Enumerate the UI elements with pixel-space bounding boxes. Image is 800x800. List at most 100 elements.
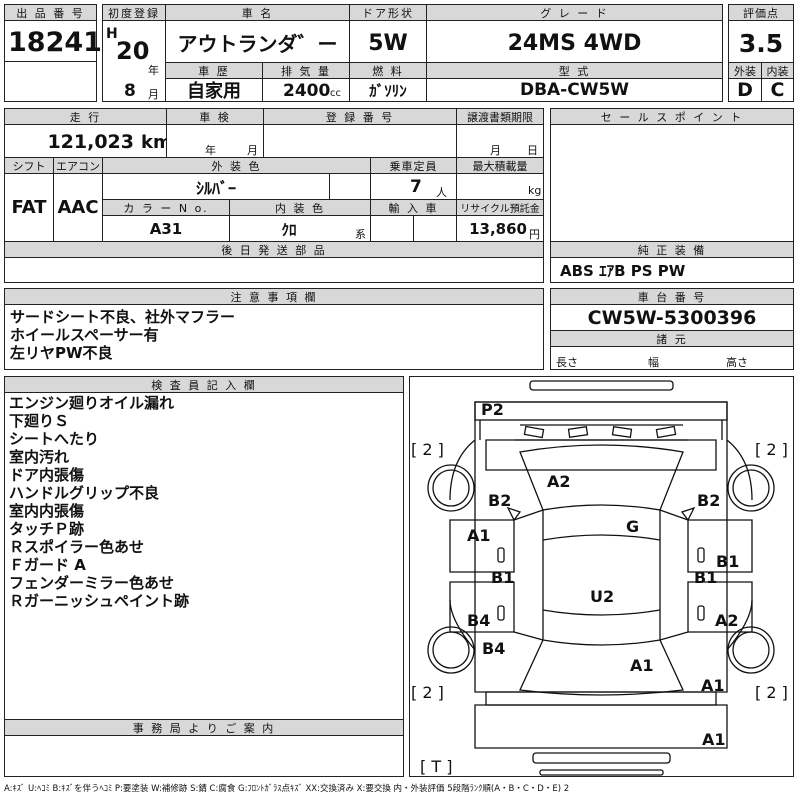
displacement-label: 排 気 量 (262, 62, 350, 79)
office-label: 事 務 局 よ り ご 案 内 (4, 719, 404, 736)
exterior-grade: D (737, 79, 753, 101)
notes-cell (4, 304, 544, 370)
inspection-label: 車 検 (166, 108, 264, 125)
car-name: アウトランダ゛ー (177, 31, 338, 56)
capacity: 7 (410, 177, 422, 197)
score-label: 評価点 (728, 4, 794, 21)
year-unit: 年 (148, 64, 159, 77)
note-line: エンジン廻りオイル漏れ (9, 394, 175, 412)
interior-color-suffix: 系 (355, 228, 366, 241)
equipment: ABS ｴｱB PS PW (560, 261, 686, 280)
color-number-cell (102, 215, 230, 242)
later-parts-cell (4, 257, 544, 283)
registration-number-label: 登 録 番 号 (263, 108, 457, 125)
capacity-unit: 人 (436, 186, 447, 199)
length-label: 長さ (556, 356, 578, 369)
chassis-label: 車 台 番 号 (550, 288, 794, 305)
tire-right-top: [ 2 ] (755, 440, 788, 459)
note-line: 室内汚れ (9, 448, 70, 466)
tire-right-bottom: [ 2 ] (755, 683, 788, 702)
damage-mark: A1 (702, 730, 726, 749)
damage-mark: A1 (701, 676, 725, 695)
damage-mark: A2 (715, 611, 739, 630)
vehicle-damage-diagram: [ 2 ] [ 2 ] [ 2 ] [ 2 ] [ T ] P2 A2 B2 B… (411, 380, 788, 776)
interior-color-label: 内 装 色 (229, 199, 371, 216)
damage-mark: B4 (482, 639, 505, 658)
interior-grade-label: 内装 (761, 62, 794, 79)
transfer-deadline-label: 譲渡書類期限 (456, 108, 544, 125)
dimensions-label: 諸 元 (550, 330, 794, 347)
grade-label: グ レ ー ド (426, 4, 723, 21)
grade-cell (426, 20, 723, 63)
history-cell (165, 78, 263, 102)
damage-mark: A2 (547, 472, 571, 491)
exterior-color: ｼﾙﾊﾞｰ (195, 179, 236, 198)
legend: A:ｷｽﾞ U:ﾍｺﾐ B:ｷｽﾞを伴うﾍｺﾐ P:要塗装 W:補修跡 S:錆 … (4, 784, 570, 794)
equipment-cell (550, 257, 794, 283)
score-cell (728, 20, 794, 63)
mileage-unit: km (141, 131, 172, 153)
transfer-day-unit: 日 (527, 144, 538, 157)
model: DBA-CW5W (519, 80, 630, 100)
displacement-unit: cc (330, 88, 341, 99)
damage-mark: A1 (467, 526, 491, 545)
fuel-label: 燃 料 (349, 62, 427, 79)
transfer-month-unit: 月 (490, 144, 501, 157)
spare-tire: [ T ] (420, 757, 452, 776)
note-line: タッチＰ跡 (9, 520, 85, 538)
note-line: フェンダーミラー色あせ (9, 574, 175, 592)
interior-grade: C (770, 79, 785, 101)
exterior-grade-label: 外装 (728, 62, 762, 79)
sales-point-cell (550, 124, 794, 242)
displacement: 2400 (283, 81, 331, 101)
first-registration-cell (102, 20, 166, 102)
model-label: 型 式 (426, 62, 723, 79)
inspection-year-unit: 年 (205, 144, 216, 157)
lot-number: 18241 (8, 26, 102, 58)
damage-mark: B1 (716, 552, 739, 571)
damage-mark: B1 (694, 568, 717, 587)
max-load-cell (456, 173, 544, 200)
chassis-number: CW5W-5300396 (587, 306, 757, 329)
notes-label: 注 意 事 項 欄 (4, 288, 544, 305)
inspection-cell (166, 124, 264, 158)
later-parts-label: 後 日 発 送 部 品 (4, 241, 544, 258)
note-line: シートへたり (9, 430, 100, 448)
color-number-label: カ ラ ー N o. (102, 199, 230, 216)
air-conditioner-label: エアコン (53, 157, 103, 174)
tire-left-bottom: [ 2 ] (411, 683, 444, 702)
tire-left-top: [ 2 ] (411, 440, 444, 459)
width-label: 幅 (648, 356, 659, 369)
dimensions-cell (550, 346, 794, 370)
exterior-color-extra-cell (329, 173, 371, 200)
recycle-deposit-label: リサイクル預託金 (456, 199, 544, 216)
first-registration-label: 初度登録 (102, 4, 166, 21)
note-line: Ｒスポイラー色あせ (9, 538, 145, 556)
door-type: 5W (368, 30, 408, 56)
mileage-cell (4, 124, 167, 158)
recycle-deposit-cell (456, 215, 544, 242)
damage-mark: P2 (481, 400, 504, 419)
shift-cell (4, 173, 54, 242)
damage-mark: B1 (491, 568, 514, 587)
model-cell (426, 78, 723, 102)
exterior-color-label: 外 装 色 (102, 157, 371, 174)
inspector-label: 検 査 員 記 入 欄 (4, 376, 404, 393)
damage-mark: B4 (467, 611, 490, 630)
inspection-month-unit: 月 (247, 144, 258, 157)
note-line: Ｒガーニッシュペイント跡 (9, 592, 190, 610)
month-unit: 月 (148, 88, 159, 101)
damage-mark: B2 (488, 491, 511, 510)
note-line: ドア内張傷 (9, 466, 85, 484)
mileage-label: 走 行 (4, 108, 167, 125)
note-line: 下廻りＳ (9, 412, 70, 430)
equipment-label: 純 正 装 備 (550, 241, 794, 258)
door-label: ドア形状 (349, 4, 427, 21)
lot-number-label: 出 品 番 号 (4, 4, 97, 21)
interior-color: ｸﾛ (281, 220, 297, 239)
registration-number-cell (263, 124, 457, 158)
lot-number-lower (4, 61, 97, 102)
damage-mark: B2 (697, 491, 720, 510)
era-mark: H (106, 26, 118, 42)
